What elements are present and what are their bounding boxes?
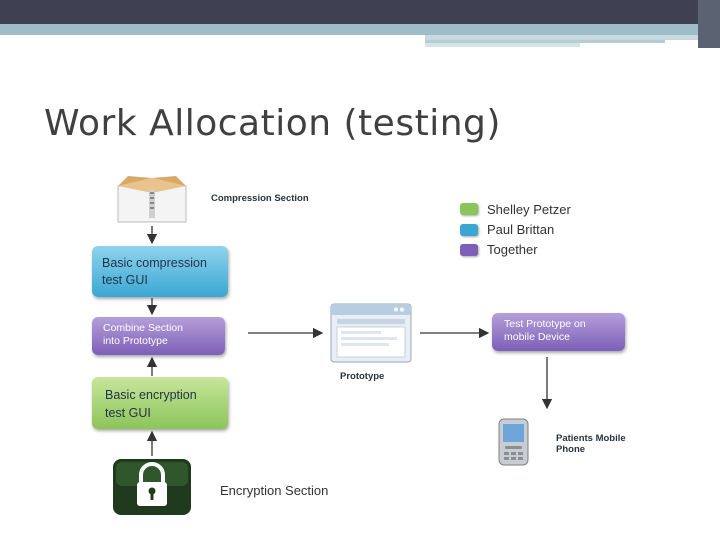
mobile-phone-icon bbox=[498, 418, 529, 466]
header-stripe-4 bbox=[425, 43, 580, 47]
compression-section-label: Compression Section bbox=[211, 193, 309, 204]
box-zip-icon bbox=[117, 176, 187, 223]
patients-phone-line2: Phone bbox=[556, 444, 586, 455]
slide-title: Work Allocation (testing) bbox=[44, 103, 501, 144]
legend-label-paul: Paul Brittan bbox=[487, 222, 555, 237]
basic-encryption-node: Basic encryption test GUI bbox=[92, 377, 228, 429]
legend-swatch-paul bbox=[460, 224, 478, 236]
combine-section-node: Combine Section into Prototype bbox=[92, 317, 225, 355]
header-bar bbox=[0, 0, 720, 24]
test-prototype-line2: mobile Device bbox=[504, 331, 570, 343]
header-stripe-2 bbox=[425, 35, 698, 40]
basic-compression-line1: Basic compression bbox=[102, 256, 207, 270]
basic-encryption-line2: test GUI bbox=[105, 406, 151, 420]
legend-swatch-together bbox=[460, 244, 478, 256]
combine-line2: into Prototype bbox=[103, 335, 168, 347]
combine-line1: Combine Section bbox=[103, 322, 183, 334]
test-prototype-line1: Test Prototype on bbox=[504, 318, 586, 330]
header-stripe bbox=[0, 24, 698, 35]
legend-label-shelley: Shelley Petzer bbox=[487, 202, 571, 217]
basic-compression-line2: test GUI bbox=[102, 273, 148, 287]
header-stripe-3 bbox=[425, 40, 665, 43]
patients-phone-label: Patients Mobile Phone bbox=[556, 433, 626, 455]
legend-label-together: Together bbox=[487, 242, 538, 257]
encryption-section-label: Encryption Section bbox=[220, 483, 329, 498]
test-prototype-node: Test Prototype on mobile Device bbox=[492, 313, 625, 351]
header-accent bbox=[698, 0, 720, 48]
patients-phone-line1: Patients Mobile bbox=[556, 433, 626, 444]
basic-encryption-line1: Basic encryption bbox=[105, 388, 197, 402]
window-icon bbox=[330, 303, 412, 363]
basic-compression-node: Basic compression test GUI bbox=[92, 246, 228, 297]
prototype-label: Prototype bbox=[340, 371, 385, 382]
padlock-icon bbox=[113, 459, 191, 515]
legend-swatch-shelley bbox=[460, 203, 478, 215]
